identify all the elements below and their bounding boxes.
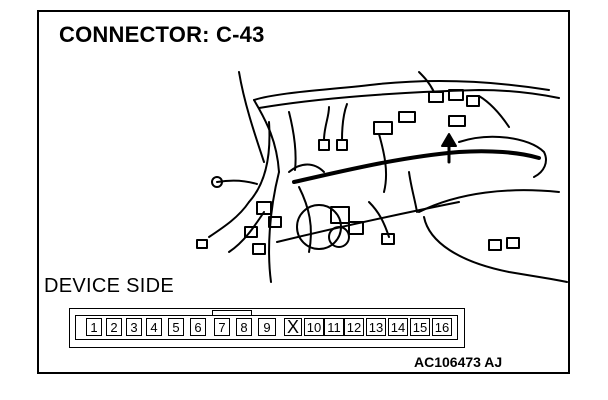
pin-11: 11	[324, 318, 344, 336]
connector-key	[212, 310, 252, 316]
pin-16: 16	[432, 318, 452, 336]
diagram-frame: CONNECTOR: C-43	[37, 10, 570, 374]
connector-title: CONNECTOR: C-43	[59, 22, 265, 47]
pin-4: 4	[146, 318, 162, 336]
pin-9: 9	[258, 318, 276, 336]
pin-blank-x: X	[284, 318, 302, 336]
device-side-label: DEVICE SIDE	[44, 275, 174, 297]
pin-5: 5	[168, 318, 184, 336]
pin-1: 1	[86, 318, 102, 336]
pin-6: 6	[190, 318, 206, 336]
connector-face: 1 2 3 4 5 6 7 8 9 X 10 11 12 13 14 15 16	[69, 308, 465, 348]
pin-10: 10	[304, 318, 324, 336]
pin-7: 7	[214, 318, 230, 336]
dashboard-illustration	[196, 71, 568, 283]
figure-code: AC106473 AJ	[414, 354, 503, 370]
pin-12: 12	[344, 318, 364, 336]
pin-2: 2	[106, 318, 122, 336]
pin-14: 14	[388, 318, 408, 336]
connector-pin-row: 1 2 3 4 5 6 7 8 9 X 10 11 12 13 14 15 16	[75, 315, 458, 340]
pin-3: 3	[126, 318, 142, 336]
pin-8: 8	[236, 318, 252, 336]
pin-13: 13	[366, 318, 386, 336]
pin-15: 15	[410, 318, 430, 336]
